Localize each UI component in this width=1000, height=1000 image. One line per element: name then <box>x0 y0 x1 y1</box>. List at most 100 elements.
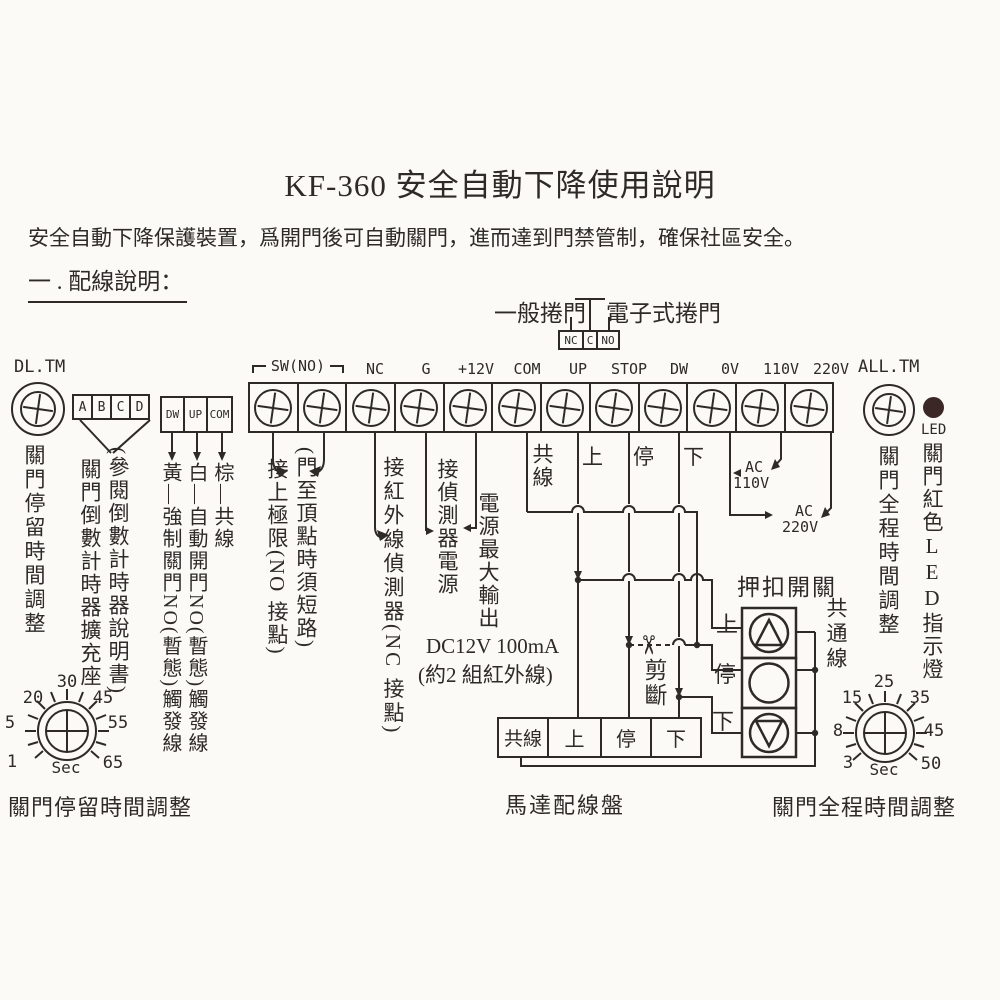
left-dial-num: 1 <box>6 752 18 772</box>
ac110-label-1: AC <box>745 458 764 476</box>
terminal-label-com: COM <box>513 360 541 378</box>
left-dial-unit: Sec <box>51 758 81 777</box>
push-button-switch <box>740 606 798 759</box>
door-type-left-label: 一般捲門 <box>494 301 586 326</box>
screw-icon <box>497 388 536 427</box>
ac220-label-2: 220V <box>782 518 819 536</box>
right-dial-label: 關門全程時間調整 <box>772 795 957 820</box>
terminal-strip <box>248 382 835 433</box>
trigger-cell-dw: DW <box>160 396 185 433</box>
terminal-label-12v: +12V <box>457 360 495 378</box>
ac110-label-2: 110V <box>733 474 770 492</box>
note-nc: 接紅外線偵測器(NC 接點) <box>381 456 405 736</box>
motor-cell-common: 共線 <box>497 717 549 758</box>
all-tm-label: ALL.TM <box>858 357 920 377</box>
right-dial-num: 35 <box>909 688 931 708</box>
note-white-wire: 白—自動開門NO(暫態)觸發線 <box>185 462 207 755</box>
relay-contact-block: NC C NO <box>558 330 620 350</box>
motor-cell-down: 下 <box>650 717 702 758</box>
note-yellow-wire: 黃—強制關門NO(暫態)觸發線 <box>159 462 181 755</box>
terminal-220v <box>783 382 835 433</box>
down-triangle-icon <box>753 719 785 749</box>
label-common-wire: 共線 <box>530 443 554 489</box>
dl-tm-trimmer <box>11 382 65 436</box>
dw-branch <box>679 696 741 734</box>
terminal-110v <box>734 382 786 433</box>
relay-cell-nc: NC <box>558 330 584 350</box>
led-indicator <box>923 397 944 418</box>
right-dial-unit: Sec <box>869 760 899 779</box>
motor-cell-up: 上 <box>547 717 602 758</box>
common-bus <box>520 631 816 767</box>
note-abcd-2: (參閱倒數計時器說明書) <box>106 447 130 695</box>
note-all-tm: 關門全程時間調整 <box>876 445 900 637</box>
motor-cell-stop: 停 <box>600 717 652 758</box>
screw-icon <box>400 388 439 427</box>
screw-icon <box>595 388 634 427</box>
note-dl-tm: 關門停留時間調整 <box>22 444 46 636</box>
right-dial-num: 50 <box>920 754 942 774</box>
note-sw-2: (門至頂點時須短路) <box>294 447 318 649</box>
scissors-icon: ✂ <box>634 634 663 656</box>
left-dial-num: 5 <box>4 713 16 733</box>
abcd-cell: D <box>129 394 150 420</box>
terminal-label-stop: STOP <box>610 360 648 378</box>
section-heading: 一 . 配線說明： <box>28 262 188 303</box>
button-down-box <box>740 706 798 759</box>
abcd-expansion-block: A B C D <box>72 394 150 420</box>
motor-panel-label: 馬達配線盤 <box>505 793 626 818</box>
relay-cell-no: NO <box>596 330 620 350</box>
left-dial-num: 65 <box>102 753 124 773</box>
left-dial-num: 30 <box>56 672 78 692</box>
up-branch <box>578 573 741 629</box>
terminal-label-g: G <box>421 360 431 378</box>
screw-icon <box>789 388 828 427</box>
terminal-label-up: UP <box>568 360 588 378</box>
terminal-com <box>491 382 543 433</box>
note-brown-wire: 棕—共線 <box>211 462 233 550</box>
screw-icon <box>692 388 731 427</box>
right-dial-num: 3 <box>842 753 854 773</box>
right-dial-num: 8 <box>832 721 844 741</box>
common-line-label: 共通線 <box>824 597 848 672</box>
push-switch-title: 押扣開關 <box>737 575 837 600</box>
abcd-cell: A <box>72 394 93 420</box>
arrowheads <box>168 452 830 697</box>
note-sw-1: 接上極限(NO 接點) <box>265 458 289 656</box>
label-dw-wire: 下 <box>683 445 704 469</box>
stop-branch <box>697 644 741 671</box>
terminal-dw <box>637 382 689 433</box>
page-title: KF-360 安全自動下降使用說明 <box>284 168 716 203</box>
trigger-cell-up: UP <box>183 396 208 433</box>
terminal-nc <box>345 382 397 433</box>
up-triangle-icon <box>753 617 785 647</box>
abcd-v-lines <box>79 419 151 454</box>
push-switch-up-label: 上 <box>716 612 739 637</box>
intro-text: 安全自動下降保護裝置，爲開門後可自動關門，進而達到門禁管制，確保社區安全。 <box>28 226 805 250</box>
label-stop-wire: 停 <box>633 445 654 469</box>
trigger-wire-block: DW UP COM <box>160 396 233 433</box>
trigger-cell-com: COM <box>206 396 233 433</box>
terminal-label-dw: DW <box>669 360 689 378</box>
terminal-12v <box>442 382 494 433</box>
label-up-wire: 上 <box>582 445 603 469</box>
screw-icon <box>449 388 488 427</box>
push-switch-down-label: 下 <box>712 709 735 734</box>
terminal-stop <box>588 382 640 433</box>
door-type-right-label: 電子式捲門 <box>606 301 721 326</box>
left-dial <box>25 689 109 761</box>
dc-spec-line1: DC12V 100mA <box>426 634 560 658</box>
motor-panel: 共線 上 停 下 <box>497 717 702 758</box>
left-dial-num: 55 <box>107 713 129 733</box>
screw-icon <box>351 388 390 427</box>
screw-icon <box>303 388 342 427</box>
push-switch-stop-label: 停 <box>714 662 737 687</box>
sw-no-label: SW(NO) <box>270 357 326 375</box>
screw-icon <box>546 388 585 427</box>
terminal-label-220v: 220V <box>812 360 850 378</box>
ac220-label-1: AC <box>795 502 814 520</box>
dl-tm-label: DL.TM <box>14 357 66 377</box>
dc-spec-line2: (約2 組紅外線) <box>418 663 553 687</box>
